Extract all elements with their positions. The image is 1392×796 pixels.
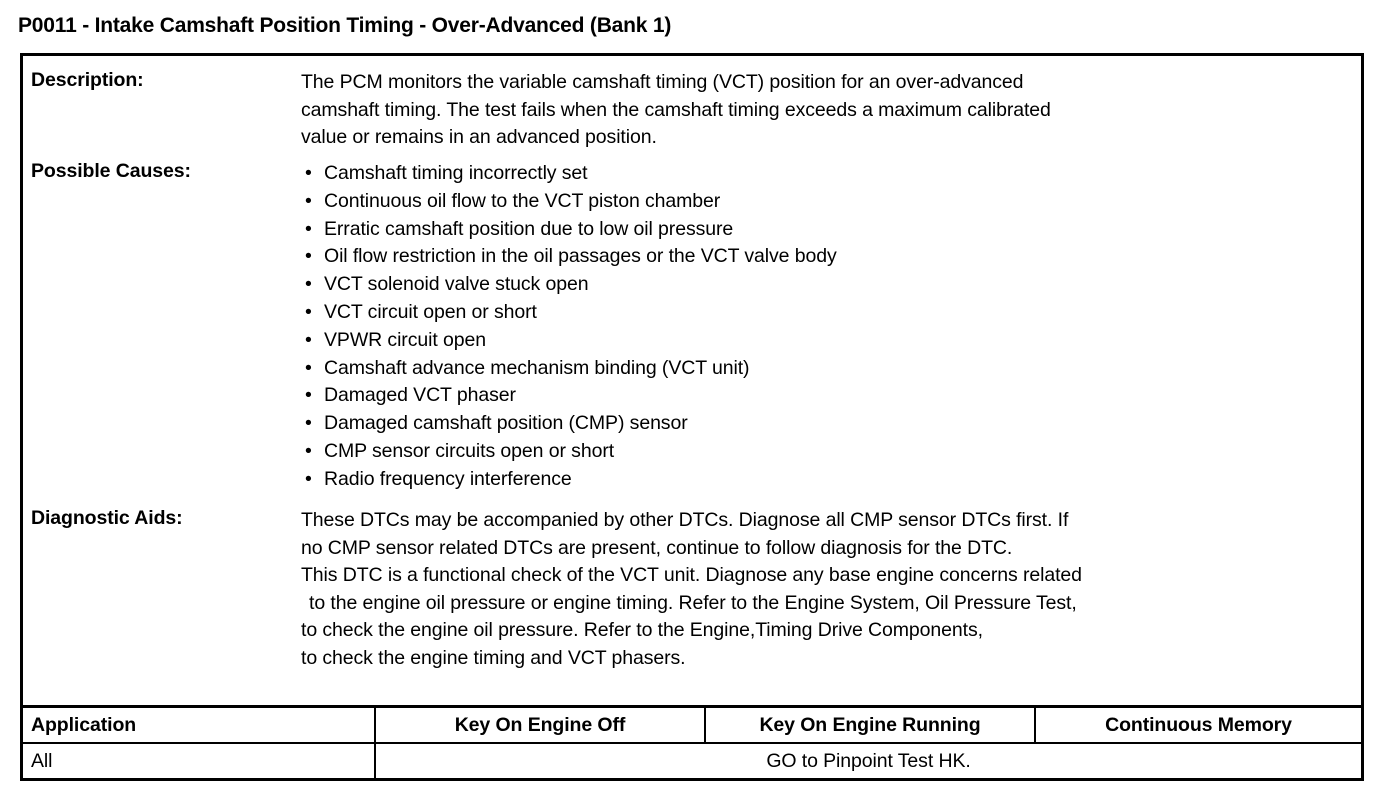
bullet-icon: • xyxy=(305,189,312,212)
diagnostic-aids-line: to check the engine oil pressure. Refer … xyxy=(301,619,983,641)
list-item-label: Camshaft timing incorrectly set xyxy=(324,162,588,184)
list-item: • Camshaft timing incorrectly set xyxy=(301,160,1355,188)
cell-test-result: GO to Pinpoint Test HK. xyxy=(374,744,1361,778)
bullet-icon: • xyxy=(305,328,312,351)
list-item-label: Continuous oil flow to the VCT piston ch… xyxy=(324,189,721,212)
list-item-label: Damaged VCT phaser xyxy=(324,384,516,407)
column-header-continuous-memory: Continuous Memory xyxy=(1034,708,1361,742)
diagnostic-aids-line: to the engine oil pressure or engine tim… xyxy=(309,591,1077,614)
column-header-key-on-engine-running: Key On Engine Running xyxy=(704,708,1034,742)
diagnostic-aids-line: no CMP sensor related DTCs are present, … xyxy=(301,536,1013,559)
diagnostic-aids-line: This DTC is a functional check of the VC… xyxy=(301,564,1082,586)
page-title: P0011 - Intake Camshaft Position Timing … xyxy=(18,14,672,37)
list-item-label: VPWR circuit open xyxy=(324,328,486,351)
diagnostic-aids-text: These DTCs may be accompanied by other D… xyxy=(301,507,1355,672)
list-item: • CMP sensor circuits open or short xyxy=(301,438,1355,466)
description-text: The PCM monitors the variable camshaft t… xyxy=(301,69,1355,152)
bullet-icon: • xyxy=(305,245,312,268)
list-item: • Damaged camshaft position (CMP) sensor xyxy=(301,410,1355,438)
list-item: • Camshaft advance mechanism binding (VCT… xyxy=(301,355,1355,383)
possible-causes-text: • Camshaft timing incorrectly set • Contin… xyxy=(301,160,1355,494)
list-item: • VPWR circuit open xyxy=(301,327,1355,355)
possible-causes-list: • Camshaft timing incorrectly set • Contin… xyxy=(301,160,1355,494)
bullet-icon: • xyxy=(305,356,312,379)
bullet-icon: • xyxy=(305,162,312,184)
bullet-icon: • xyxy=(305,412,312,435)
application-table: Application Key On Engine Off Key On Eng… xyxy=(23,705,1361,778)
description-line: value or remains in an advanced position… xyxy=(301,126,657,148)
bullet-icon: • xyxy=(305,467,312,490)
cell-application-value: All xyxy=(31,749,53,772)
description-line: The PCM monitors the variable camshaft t… xyxy=(301,71,1024,93)
bullet-icon: • xyxy=(305,300,312,323)
column-header-key-on-engine-off: Key On Engine Off xyxy=(374,708,704,742)
column-header-application: Application xyxy=(31,713,137,736)
list-item: • Damaged VCT phaser xyxy=(301,382,1355,410)
list-item-label: VCT solenoid valve stuck open xyxy=(324,273,589,296)
bullet-icon: • xyxy=(305,217,312,240)
list-item: • Oil flow restriction in the oil passage… xyxy=(301,243,1355,271)
bullet-icon: • xyxy=(305,273,312,296)
list-item: • VCT solenoid valve stuck open xyxy=(301,271,1355,299)
list-item-label: VCT circuit open or short xyxy=(324,300,537,323)
list-item-label: Radio frequency interference xyxy=(324,467,572,490)
description-label: Description: xyxy=(31,69,144,91)
info-region: Description: The PCM monitors the variab… xyxy=(23,56,1361,705)
list-item: • Continuous oil flow to the VCT piston c… xyxy=(301,188,1355,216)
list-item-label: Camshaft advance mechanism binding (VCT … xyxy=(324,356,750,379)
list-item-label: CMP sensor circuits open or short xyxy=(324,439,615,462)
list-item-label: Oil flow restriction in the oil passages… xyxy=(324,245,837,268)
list-item-label: Erratic camshaft position due to low oil… xyxy=(324,217,734,240)
diagnostic-aids-line: These DTCs may be accompanied by other D… xyxy=(301,509,1069,531)
application-table-grid: Application Key On Engine Off Key On Eng… xyxy=(23,708,1361,778)
list-item-label: Damaged camshaft position (CMP) sensor xyxy=(324,412,688,435)
dtc-detail-box: Description: The PCM monitors the variab… xyxy=(20,53,1364,781)
possible-causes-label: Possible Causes: xyxy=(31,160,191,182)
table-row: All GO to Pinpoint Test HK. xyxy=(23,744,1361,778)
table-header-row: Application Key On Engine Off Key On Eng… xyxy=(23,708,1361,744)
bullet-icon: • xyxy=(305,384,312,407)
list-item: • Erratic camshaft position due to low oi… xyxy=(301,216,1355,244)
diagnostic-aids-line: to check the engine timing and VCT phase… xyxy=(301,646,686,669)
bullet-icon: • xyxy=(305,439,312,462)
list-item: • Radio frequency interference xyxy=(301,466,1355,494)
diagnostic-aids-label: Diagnostic Aids: xyxy=(31,507,183,529)
list-item: • VCT circuit open or short xyxy=(301,299,1355,327)
description-line: camshaft timing. The test fails when the… xyxy=(301,98,1051,121)
